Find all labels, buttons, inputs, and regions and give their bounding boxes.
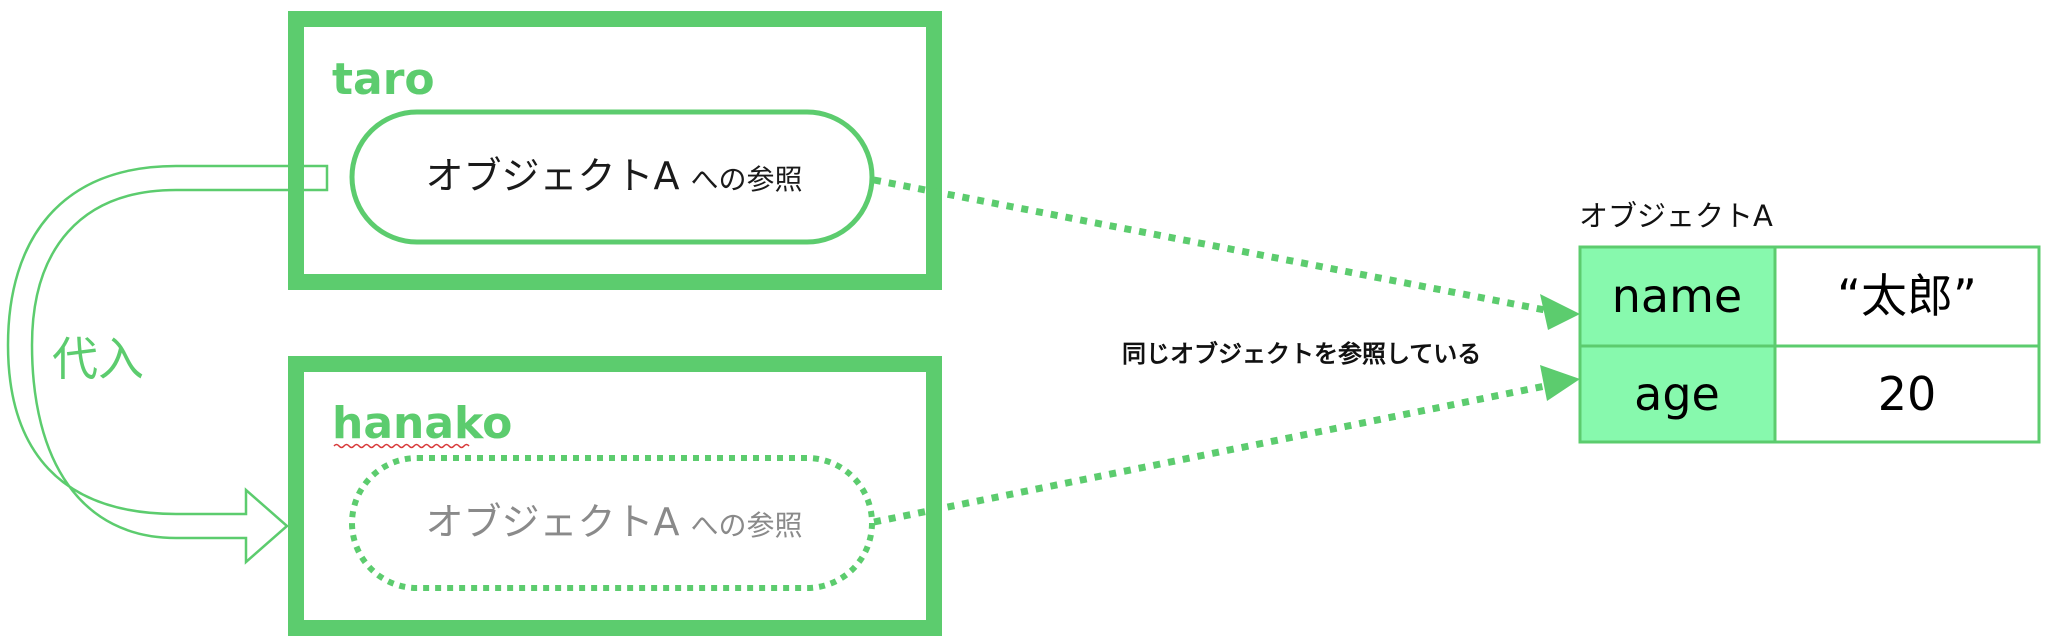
taro-reference-arrow bbox=[873, 176, 1580, 330]
age-value-cell bbox=[1773, 344, 2041, 444]
taro-reference-main: オブジェクトA bbox=[425, 154, 679, 198]
taro-reference-pill bbox=[349, 109, 875, 245]
taro-label: taro bbox=[332, 54, 435, 105]
taro-reference-text: オブジェクトA への参照 bbox=[425, 154, 802, 198]
hanako-reference-suffix: への参照 bbox=[691, 509, 803, 542]
shared-reference-note: 同じオブジェクトを参照している bbox=[1122, 340, 1481, 368]
hanako-reference-main: オブジェクトA bbox=[425, 500, 679, 544]
taro-reference-suffix: への参照 bbox=[691, 163, 803, 196]
taro-variable-box bbox=[288, 11, 942, 290]
spellcheck-underline bbox=[333, 443, 470, 449]
hanako-variable-box bbox=[288, 356, 942, 636]
object-table: name “太郎” age 20 bbox=[1578, 245, 2041, 444]
hanako-reference-text: オブジェクトA への参照 bbox=[425, 500, 802, 544]
age-key-cell bbox=[1578, 344, 1777, 444]
hanako-reference-arrow bbox=[873, 365, 1580, 526]
hanako-reference-pill bbox=[349, 455, 875, 591]
object-title: オブジェクトA bbox=[1579, 199, 1773, 233]
age-value: 20 bbox=[1878, 367, 1937, 421]
name-key: name bbox=[1612, 269, 1742, 323]
assignment-label: 代入 bbox=[52, 332, 144, 386]
hanako-label: hanako bbox=[332, 398, 512, 449]
name-value: “太郎” bbox=[1837, 269, 1977, 323]
age-key: age bbox=[1634, 367, 1720, 421]
assignment-arrow bbox=[6, 164, 329, 565]
